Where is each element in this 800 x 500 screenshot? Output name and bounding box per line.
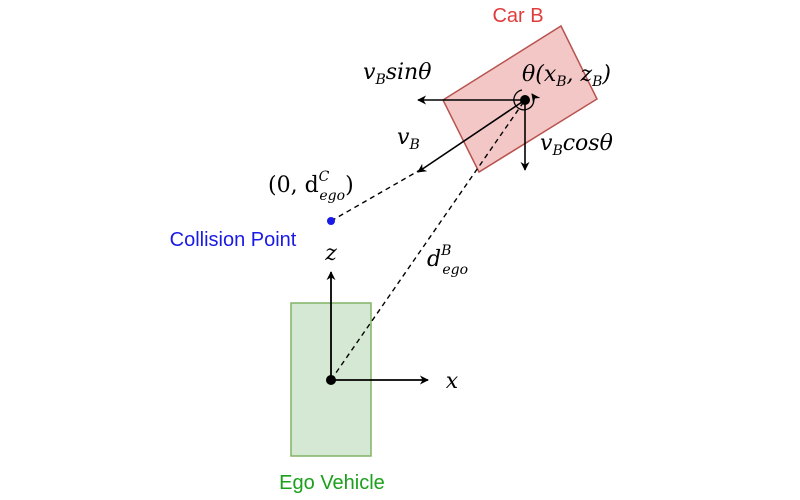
collision-point-label: Collision Point — [170, 229, 297, 251]
car-b-body — [442, 24, 598, 174]
theta-position-label: θ(xB, zB) — [522, 62, 611, 90]
v-b-sin-theta-label: vBsinθ — [363, 60, 431, 88]
v-b-label: vB — [397, 125, 420, 153]
ego-vehicle-label: Ego Vehicle — [279, 472, 385, 494]
collision-point-dot — [327, 217, 335, 225]
distance-line-ego-to-car-b — [330, 99, 526, 381]
velocity-vector-v-b — [417, 99, 526, 173]
trajectory-line-to-collision — [330, 169, 421, 222]
z-axis-label: z — [324, 241, 337, 266]
car-b-label: Car B — [492, 5, 543, 27]
x-axis-label: x — [446, 369, 459, 394]
car-b-center-point — [520, 95, 530, 105]
ego-origin-point — [326, 375, 336, 385]
v-b-cos-theta-label: vBcosθ — [540, 131, 613, 159]
theta-angle-arc — [513, 89, 541, 111]
